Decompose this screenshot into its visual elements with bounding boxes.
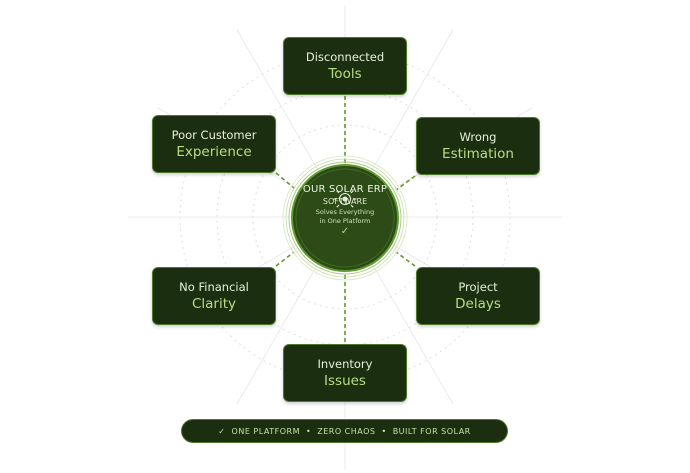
- footer-separator: •: [381, 426, 387, 436]
- hub-tagline-1: Solves Everything: [315, 208, 375, 216]
- problem-line2: Estimation: [442, 145, 514, 162]
- hub-label: OUR SOLAR ERP SOFTWARE Solves Everything…: [290, 183, 400, 238]
- hub-ring: [288, 161, 402, 275]
- problem-line2: Tools: [328, 65, 362, 82]
- hub-tagline-2: in One Platform: [319, 217, 371, 225]
- problem-box-inventory-issues: Inventory Issues: [283, 344, 407, 402]
- footer-item-built-for-solar: BUILT FOR SOLAR: [392, 426, 471, 436]
- problem-box-no-financial-clarity: No Financial Clarity: [152, 267, 276, 325]
- hub-ring: [282, 155, 408, 281]
- hub-ring: [285, 158, 405, 278]
- problem-line1: No Financial: [179, 279, 249, 294]
- footer-separator: •: [306, 426, 312, 436]
- footer-banner: ✓ ONE PLATFORM • ZERO CHAOS • BUILT FOR …: [181, 419, 508, 443]
- problem-box-disconnected-tools: Disconnected Tools: [283, 37, 407, 95]
- problem-box-wrong-estimation: Wrong Estimation: [416, 117, 540, 175]
- problem-box-poor-customer-experience: Poor Customer Experience: [152, 115, 276, 173]
- sun-icon: [333, 187, 357, 208]
- hub-title: OUR SOLAR ERP: [302, 184, 388, 195]
- problem-line1: Inventory: [317, 356, 373, 371]
- hub-circle: [291, 164, 399, 272]
- grid-ring: [216, 88, 474, 346]
- check-icon: ✓: [340, 226, 350, 237]
- hub-subtitle: SOFTWARE: [322, 197, 368, 206]
- problem-box-project-delays: Project Delays: [416, 267, 540, 325]
- connector-poor-customer-experience: [275, 172, 295, 189]
- problem-line1: Poor Customer: [171, 127, 257, 142]
- problem-line2: Delays: [455, 295, 501, 312]
- footer-item-one-platform: ONE PLATFORM: [231, 426, 300, 436]
- problem-line1: Wrong: [459, 129, 497, 144]
- problem-line1: Disconnected: [305, 49, 385, 64]
- connector-wrong-estimation: [395, 175, 416, 191]
- connector-project-delays: [395, 251, 416, 267]
- problem-line1: Project: [458, 279, 498, 294]
- problem-line2: Clarity: [191, 295, 237, 312]
- problem-line2: Issues: [324, 372, 366, 389]
- footer-item-zero-chaos: ZERO CHAOS: [317, 426, 376, 436]
- check-icon: ✓: [218, 426, 226, 436]
- problem-line2: Experience: [176, 143, 252, 160]
- connector-no-financial-clarity: [275, 251, 295, 267]
- hub-inner-ring: [295, 168, 395, 268]
